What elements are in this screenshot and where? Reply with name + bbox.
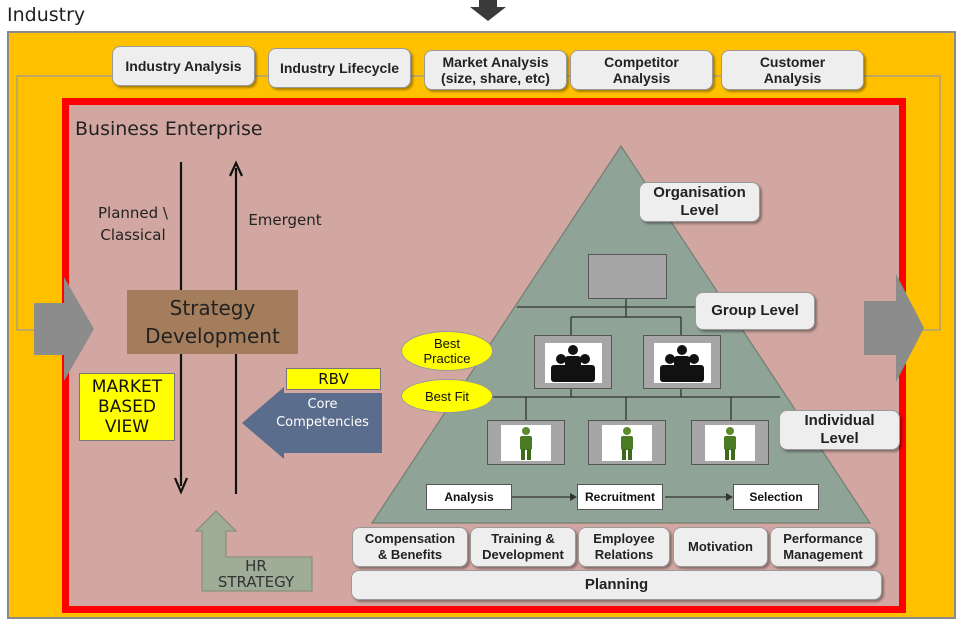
motivation-box: Motivation [673,527,768,567]
competitor-analysis-box: Competitor Analysis [570,50,713,90]
performance-management-box: Performance Management [770,527,876,567]
organisation-node [588,254,667,299]
person-icon [520,427,532,460]
planning-bar: Planning [351,570,882,600]
team-icon [551,345,595,382]
business-enterprise-title: Business Enterprise [75,118,263,140]
market-analysis-box: Market Analysis (size, share, etc) [424,50,567,90]
industry-title: Industry [7,4,86,26]
strategy-development-box: Strategy Development [127,290,298,354]
team-icon [660,345,704,382]
core-competencies-label: Core Competencies [276,397,369,430]
individual-node-3 [691,420,769,465]
organisation-level-label: Organisation Level [639,182,760,222]
person-icon [621,427,633,460]
recruitment-step: Recruitment [577,484,663,510]
right-output-arrow-icon [864,274,924,382]
best-fit-oval: Best Fit [401,379,493,413]
planned-classical-label: Planned \ Classical [98,204,168,244]
customer-analysis-box: Customer Analysis [721,50,864,90]
left-input-arrow-icon [34,277,94,381]
hr-strategy-label: HR STRATEGY [217,557,295,591]
industry-lifecycle-box: Industry Lifecycle [268,48,411,88]
down-arrow-icon [470,0,506,21]
person-icon [724,427,736,460]
individual-node-1 [487,420,565,465]
best-practice-oval: Best Practice [401,331,493,371]
rbv-box: RBV [286,368,381,390]
individual-node-2 [588,420,666,465]
group-node-right [643,335,721,389]
individual-level-label: Individual Level [779,410,900,450]
emergent-label: Emergent [248,211,322,229]
group-level-label: Group Level [695,292,815,330]
training-development-box: Training & Development [470,527,576,567]
industry-analysis-box: Industry Analysis [112,46,255,86]
core-competencies-arrow-icon [242,387,382,459]
hr-strategy-arrow-icon [194,510,313,592]
group-node-left [534,335,612,389]
employee-relations-box: Employee Relations [578,527,670,567]
selection-step: Selection [733,484,819,510]
analysis-step: Analysis [426,484,512,510]
compensation-benefits-box: Compensation & Benefits [352,527,468,567]
market-based-view-box: MARKET BASED VIEW [79,373,175,441]
